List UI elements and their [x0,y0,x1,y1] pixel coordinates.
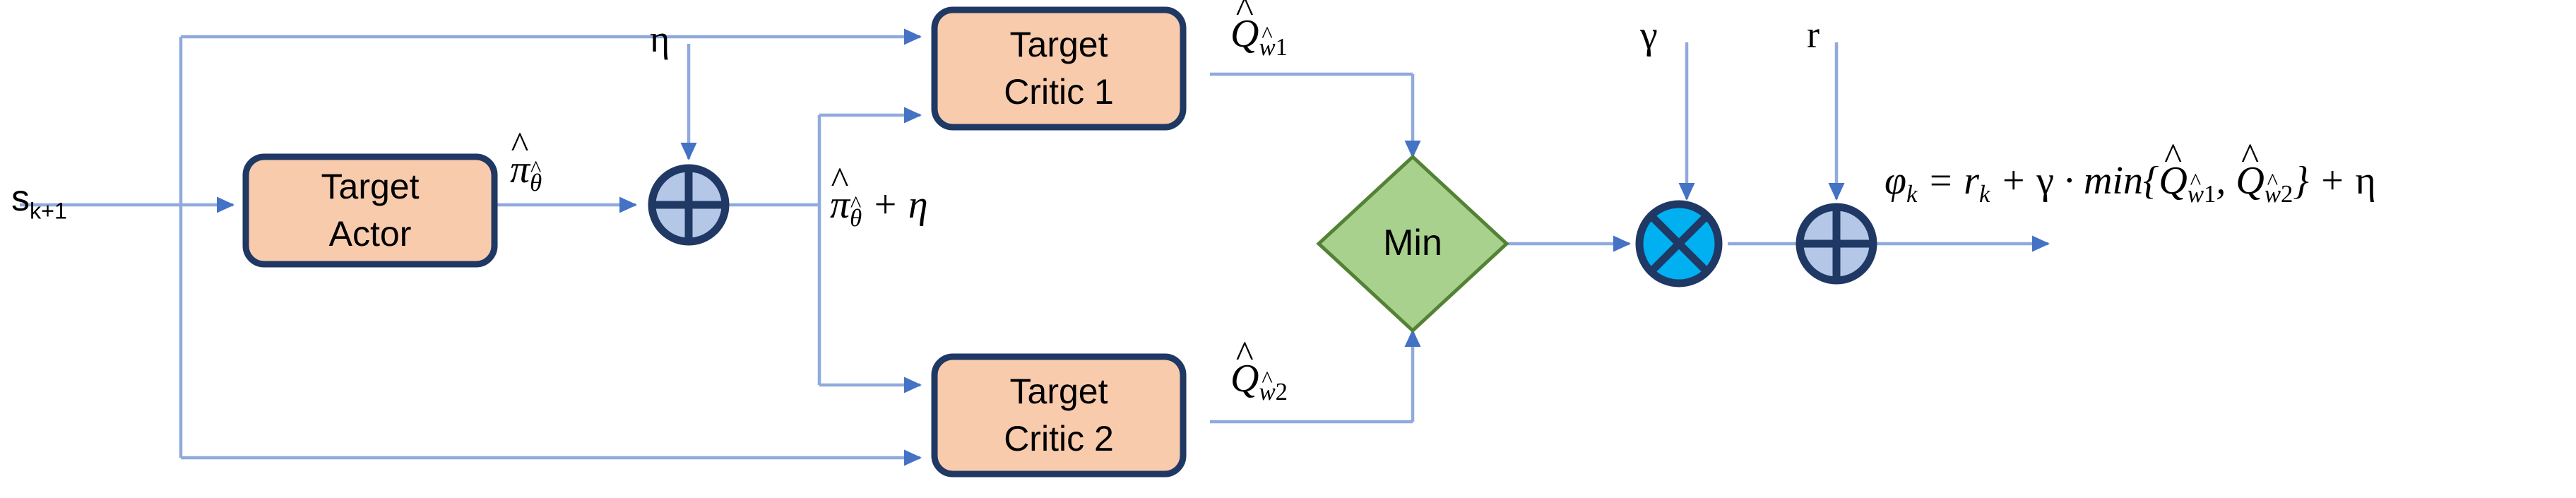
target-critic-2-box[interactable] [931,353,1187,478]
q1-output-label: ^Q^w1 [1230,0,1288,61]
target-equation-label: φk = rk + γ · min{^Q^w1, ^Q^w2} + η [1884,136,2376,208]
target-actor-box[interactable] [242,153,498,268]
state-input-label: sk+1 [11,178,67,224]
reward-sum-node[interactable] [1796,203,1877,285]
min-diamond[interactable] [1316,154,1509,333]
actor-output-plus-noise-label: ^π^θ + η [830,160,928,232]
reward-label: r [1807,13,1820,56]
gamma-label: γ [1640,13,1658,57]
eta-noise-label: η [650,18,670,60]
target-critic-1-box[interactable] [931,6,1187,131]
q2-output-label: ^Q^w2 [1230,333,1288,406]
actor-output-label: ^π^θ [510,124,542,197]
gamma-multiply-node[interactable] [1635,200,1723,287]
noise-sum-node[interactable] [648,164,730,246]
